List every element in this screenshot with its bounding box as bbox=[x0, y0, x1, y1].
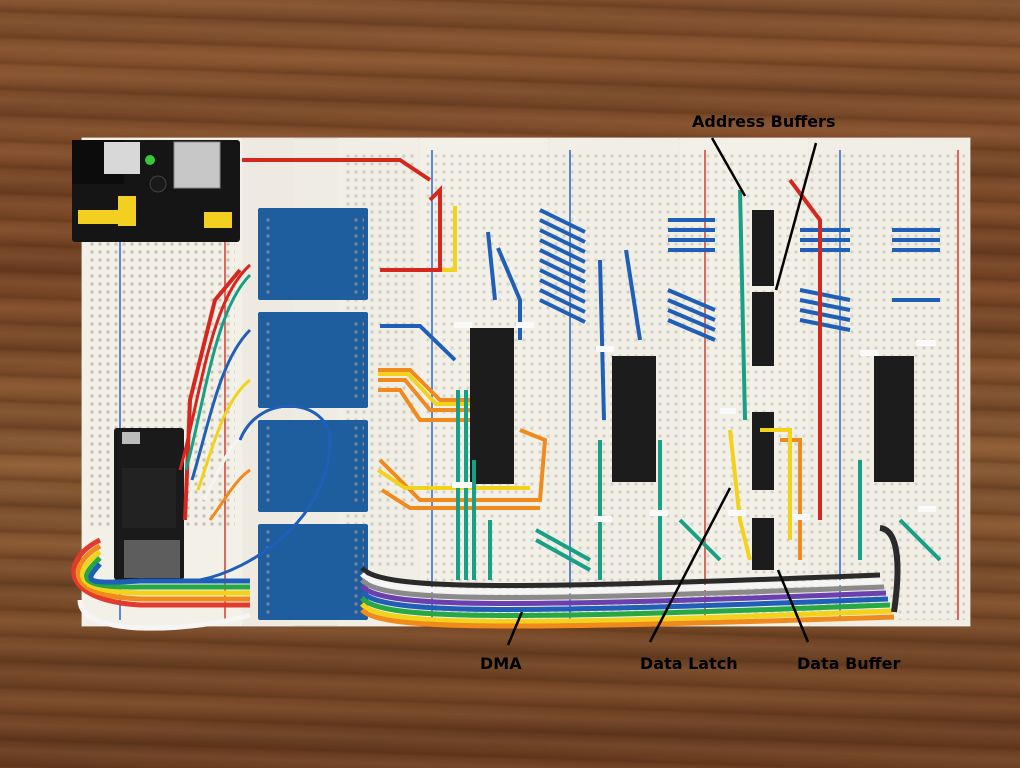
orange-wire-bundle bbox=[378, 368, 802, 560]
label-dma: DMA bbox=[480, 654, 522, 673]
adapter-modules bbox=[258, 208, 368, 620]
label-data-buffer: Data Buffer bbox=[797, 654, 901, 673]
label-data-latch: Data Latch bbox=[640, 654, 738, 673]
controller-wires bbox=[178, 263, 332, 582]
microcontroller-board bbox=[114, 428, 184, 580]
rainbow-ribbon-cable bbox=[71, 525, 901, 631]
annotation-arrows bbox=[506, 137, 818, 646]
power-supply-module bbox=[72, 140, 240, 242]
yellow-wire-bundle bbox=[376, 206, 792, 561]
blue-wire-bundles bbox=[380, 208, 940, 421]
label-address-buffers: Address Buffers bbox=[692, 112, 836, 131]
cable-ties bbox=[452, 322, 936, 522]
